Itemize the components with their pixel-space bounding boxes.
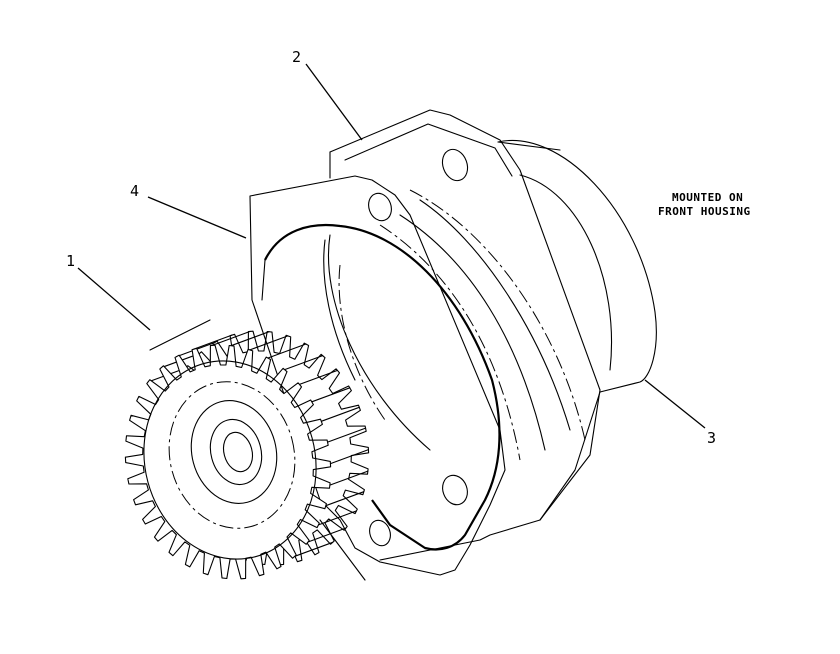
callout-2: 2 <box>292 48 301 66</box>
callout-4: 4 <box>130 182 139 200</box>
leader-1 <box>77 267 151 331</box>
gear-tooth-ridge <box>230 331 270 347</box>
part-3-housing-body <box>497 139 657 521</box>
leader-2 <box>305 63 363 141</box>
gear-front-teeth <box>124 344 332 580</box>
gear-tooth-ridge <box>267 343 307 359</box>
gear-tooth-ridge <box>325 491 365 507</box>
gear-tooth-ridge <box>320 406 360 422</box>
gear-teeth <box>124 330 370 580</box>
part-1-spur-gear <box>124 319 370 581</box>
part-2-mounting-flange <box>327 109 601 561</box>
leader-lines <box>77 63 706 429</box>
gear-tooth-ridge <box>329 470 369 486</box>
leader-4 <box>147 196 247 239</box>
gear-tooth-ridge <box>294 541 334 557</box>
gear-tooth-ridge <box>211 330 251 346</box>
gear-tooth-ridge <box>311 387 351 403</box>
part-4-gasket <box>249 175 506 576</box>
gear-tooth-ridge <box>298 369 339 385</box>
leader-3 <box>644 379 706 429</box>
gear-tooth-ridge <box>193 334 233 350</box>
gear-tooth-ridge <box>249 335 289 351</box>
note-line-1: MOUNTED ON <box>672 191 743 204</box>
gear-tooth-ridge <box>317 510 358 526</box>
gear-tooth-ridge <box>329 449 370 465</box>
note-line-2: FRONT HOUSING <box>658 205 751 218</box>
gear-tooth-ridge <box>327 427 367 443</box>
gear-tooth-ridge <box>307 527 347 543</box>
callout-1: 1 <box>66 252 75 270</box>
gear-tooth-ridge <box>284 355 324 371</box>
callout-3: 3 <box>707 429 716 447</box>
